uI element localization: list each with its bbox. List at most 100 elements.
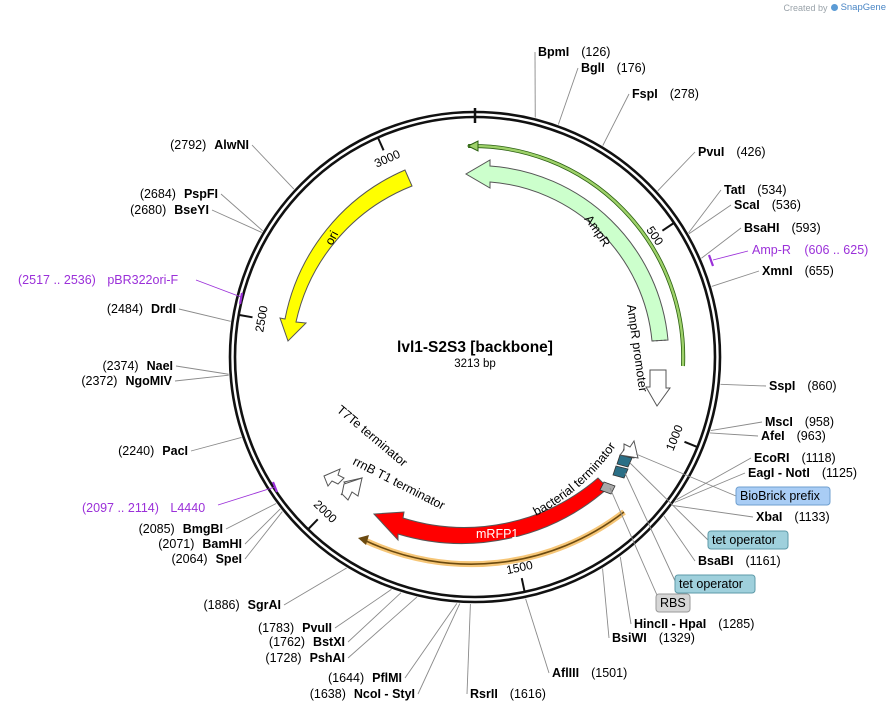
site-label-sgrai[interactable]: (1886)SgrAI xyxy=(204,598,281,612)
site-name: AlwNI xyxy=(214,138,249,152)
site-label-bgli[interactable]: BglI(176) xyxy=(581,61,646,75)
tet-operator-badge-1[interactable]: tet operator xyxy=(707,530,789,550)
site-label-drdi[interactable]: (2484)DrdI xyxy=(107,302,176,316)
ampr-feature[interactable] xyxy=(465,159,669,342)
tet-operator-badge-2[interactable]: tet operator xyxy=(674,574,756,594)
site-position: (2372) xyxy=(81,374,117,388)
site-label-afliii[interactable]: AflIII(1501) xyxy=(552,666,627,680)
site-label-sspi[interactable]: SspI(860) xyxy=(769,379,837,393)
site-label-xmni[interactable]: XmnI(655) xyxy=(762,264,834,278)
tet-operator-block-2[interactable] xyxy=(612,465,629,479)
site-position: (126) xyxy=(581,45,610,59)
ori-feature[interactable] xyxy=(279,169,413,342)
tick-label-2500: 2500 xyxy=(252,304,271,333)
tick-mark-3000 xyxy=(376,137,385,151)
ampr-promoter-feature[interactable] xyxy=(645,369,671,407)
site-label-bpmi[interactable]: BpmI (126) xyxy=(538,45,610,59)
bacterial-terminator-feature[interactable] xyxy=(619,439,639,459)
site-label-tati[interactable]: TatI(534) xyxy=(724,183,786,197)
site-position: (1161) xyxy=(745,554,780,568)
site-position: (1638) xyxy=(310,687,346,701)
site-label-msci[interactable]: MscI(958) xyxy=(765,415,834,429)
site-name: PspFI xyxy=(184,187,218,201)
pbr322ori-f-name: pBR322ori-F xyxy=(107,273,178,287)
site-label-ecori[interactable]: EcoRI(1118) xyxy=(754,451,836,465)
site-position: (2792) xyxy=(170,138,206,152)
site-leader-18 xyxy=(466,603,471,695)
site-label-bsabi[interactable]: BsaBI (1161) xyxy=(698,554,781,568)
site-name: AflIII xyxy=(552,666,579,680)
site-label-bseyi[interactable]: (2680)BseYI xyxy=(130,203,209,217)
tick-mark-500 xyxy=(661,222,675,232)
site-leader-15 xyxy=(251,144,295,190)
site-position: (426) xyxy=(736,145,765,159)
site-position: (2680) xyxy=(130,203,166,217)
site-name: PshAI xyxy=(310,651,345,665)
site-position: (1125) xyxy=(822,466,857,480)
mrfp1-feature[interactable] xyxy=(372,477,609,544)
site-label-bstxi[interactable]: (1762)BstXI xyxy=(269,635,345,649)
tet-operator-text-2: tet operator xyxy=(679,577,743,591)
ori-label: ori xyxy=(322,229,341,248)
site-leader-11 xyxy=(676,457,752,501)
site-leader-1 xyxy=(557,67,579,125)
pbr322ori-f-range: (2517 .. 2536) xyxy=(18,273,96,287)
site-label-hincii-hpai[interactable]: HincII - HpaI(1285) xyxy=(634,617,754,631)
site-label-pspfi[interactable]: (2684)PspFI xyxy=(140,187,218,201)
site-name: PvuI xyxy=(698,145,724,159)
site-label-spei[interactable]: (2064)SpeI xyxy=(171,552,242,566)
l4440-primer-label: (2097 .. 2114) L4440 xyxy=(82,501,205,515)
amp-r-range: (606 .. 625) xyxy=(804,243,868,257)
site-name: AfeI xyxy=(761,429,785,443)
site-name: BpmI xyxy=(538,45,569,59)
site-name: NgoMIV xyxy=(125,374,172,388)
site-label-bmgbi[interactable]: (2085)BmgBI xyxy=(139,522,223,536)
site-label-eagi-noti[interactable]: EagI - NotI(1125) xyxy=(748,466,857,480)
tet-operator-block-1[interactable] xyxy=(616,454,633,468)
t7te-terminator-feature[interactable] xyxy=(323,468,345,487)
site-leader-14 xyxy=(663,515,696,562)
site-label-rsrii[interactable]: RsrII(1616) xyxy=(470,687,546,701)
ampr-orf-arrowhead xyxy=(466,140,479,152)
site-label-ncoi-styi[interactable]: (1638)NcoI - StyI xyxy=(310,687,415,701)
site-leader-lines xyxy=(174,51,767,695)
site-label-ngomiv[interactable]: (2372) NgoMIV xyxy=(81,374,172,388)
site-label-paci[interactable]: (2240)PacI xyxy=(118,444,188,458)
site-label-alwni[interactable]: (2792) AlwNI xyxy=(170,138,249,152)
site-label-bsahi[interactable]: BsaHI(593) xyxy=(744,221,821,235)
site-label-afei[interactable]: AfeI(963) xyxy=(761,429,826,443)
credit-prefix: Created by xyxy=(783,2,828,13)
rbs-badge[interactable]: RBS xyxy=(655,593,691,613)
site-label-pflmi[interactable]: (1644)PflMI xyxy=(328,671,402,685)
site-label-xbai[interactable]: XbaI(1133) xyxy=(756,510,830,524)
site-name: BsaBI xyxy=(698,554,733,568)
site-position: (593) xyxy=(791,221,820,235)
plasmid-name: lvl1-S2S3 [backbone] xyxy=(397,339,553,356)
site-name: BstXI xyxy=(313,635,345,649)
site-leader-4 xyxy=(334,589,392,629)
site-leader-3 xyxy=(347,592,402,643)
site-leader-4 xyxy=(688,189,722,234)
site-leader-14 xyxy=(220,193,263,232)
site-label-pvui[interactable]: PvuI (426) xyxy=(698,145,766,159)
site-label-scai[interactable]: ScaI(536) xyxy=(734,198,801,212)
site-label-pshai[interactable]: (1728) PshAI xyxy=(265,651,345,665)
site-label-fspi[interactable]: FspI(278) xyxy=(632,87,699,101)
biobrick-prefix-badge[interactable]: BioBrick prefix xyxy=(735,486,831,506)
site-leader-6 xyxy=(701,227,742,259)
site-label-pvuii[interactable]: (1783)PvuII xyxy=(258,621,332,635)
rbs-text: RBS xyxy=(660,596,686,610)
pbr322ori-f-primer-tick xyxy=(238,292,244,305)
site-label-bamhi[interactable]: (2071)BamHI xyxy=(158,537,242,551)
site-leader-15 xyxy=(619,556,632,625)
site-position: (1728) xyxy=(265,651,301,665)
site-position: (860) xyxy=(807,379,836,393)
site-label-bsiwi[interactable]: BsiWI(1329) xyxy=(612,631,695,645)
site-label-naei[interactable]: (2374)NaeI xyxy=(102,359,173,373)
rrnb-terminator-shape xyxy=(341,477,363,501)
ampr-orf-fill xyxy=(467,144,685,367)
site-leader-9 xyxy=(190,437,242,452)
l4440-primer-leader xyxy=(217,486,276,506)
site-position: (1783) xyxy=(258,621,294,635)
